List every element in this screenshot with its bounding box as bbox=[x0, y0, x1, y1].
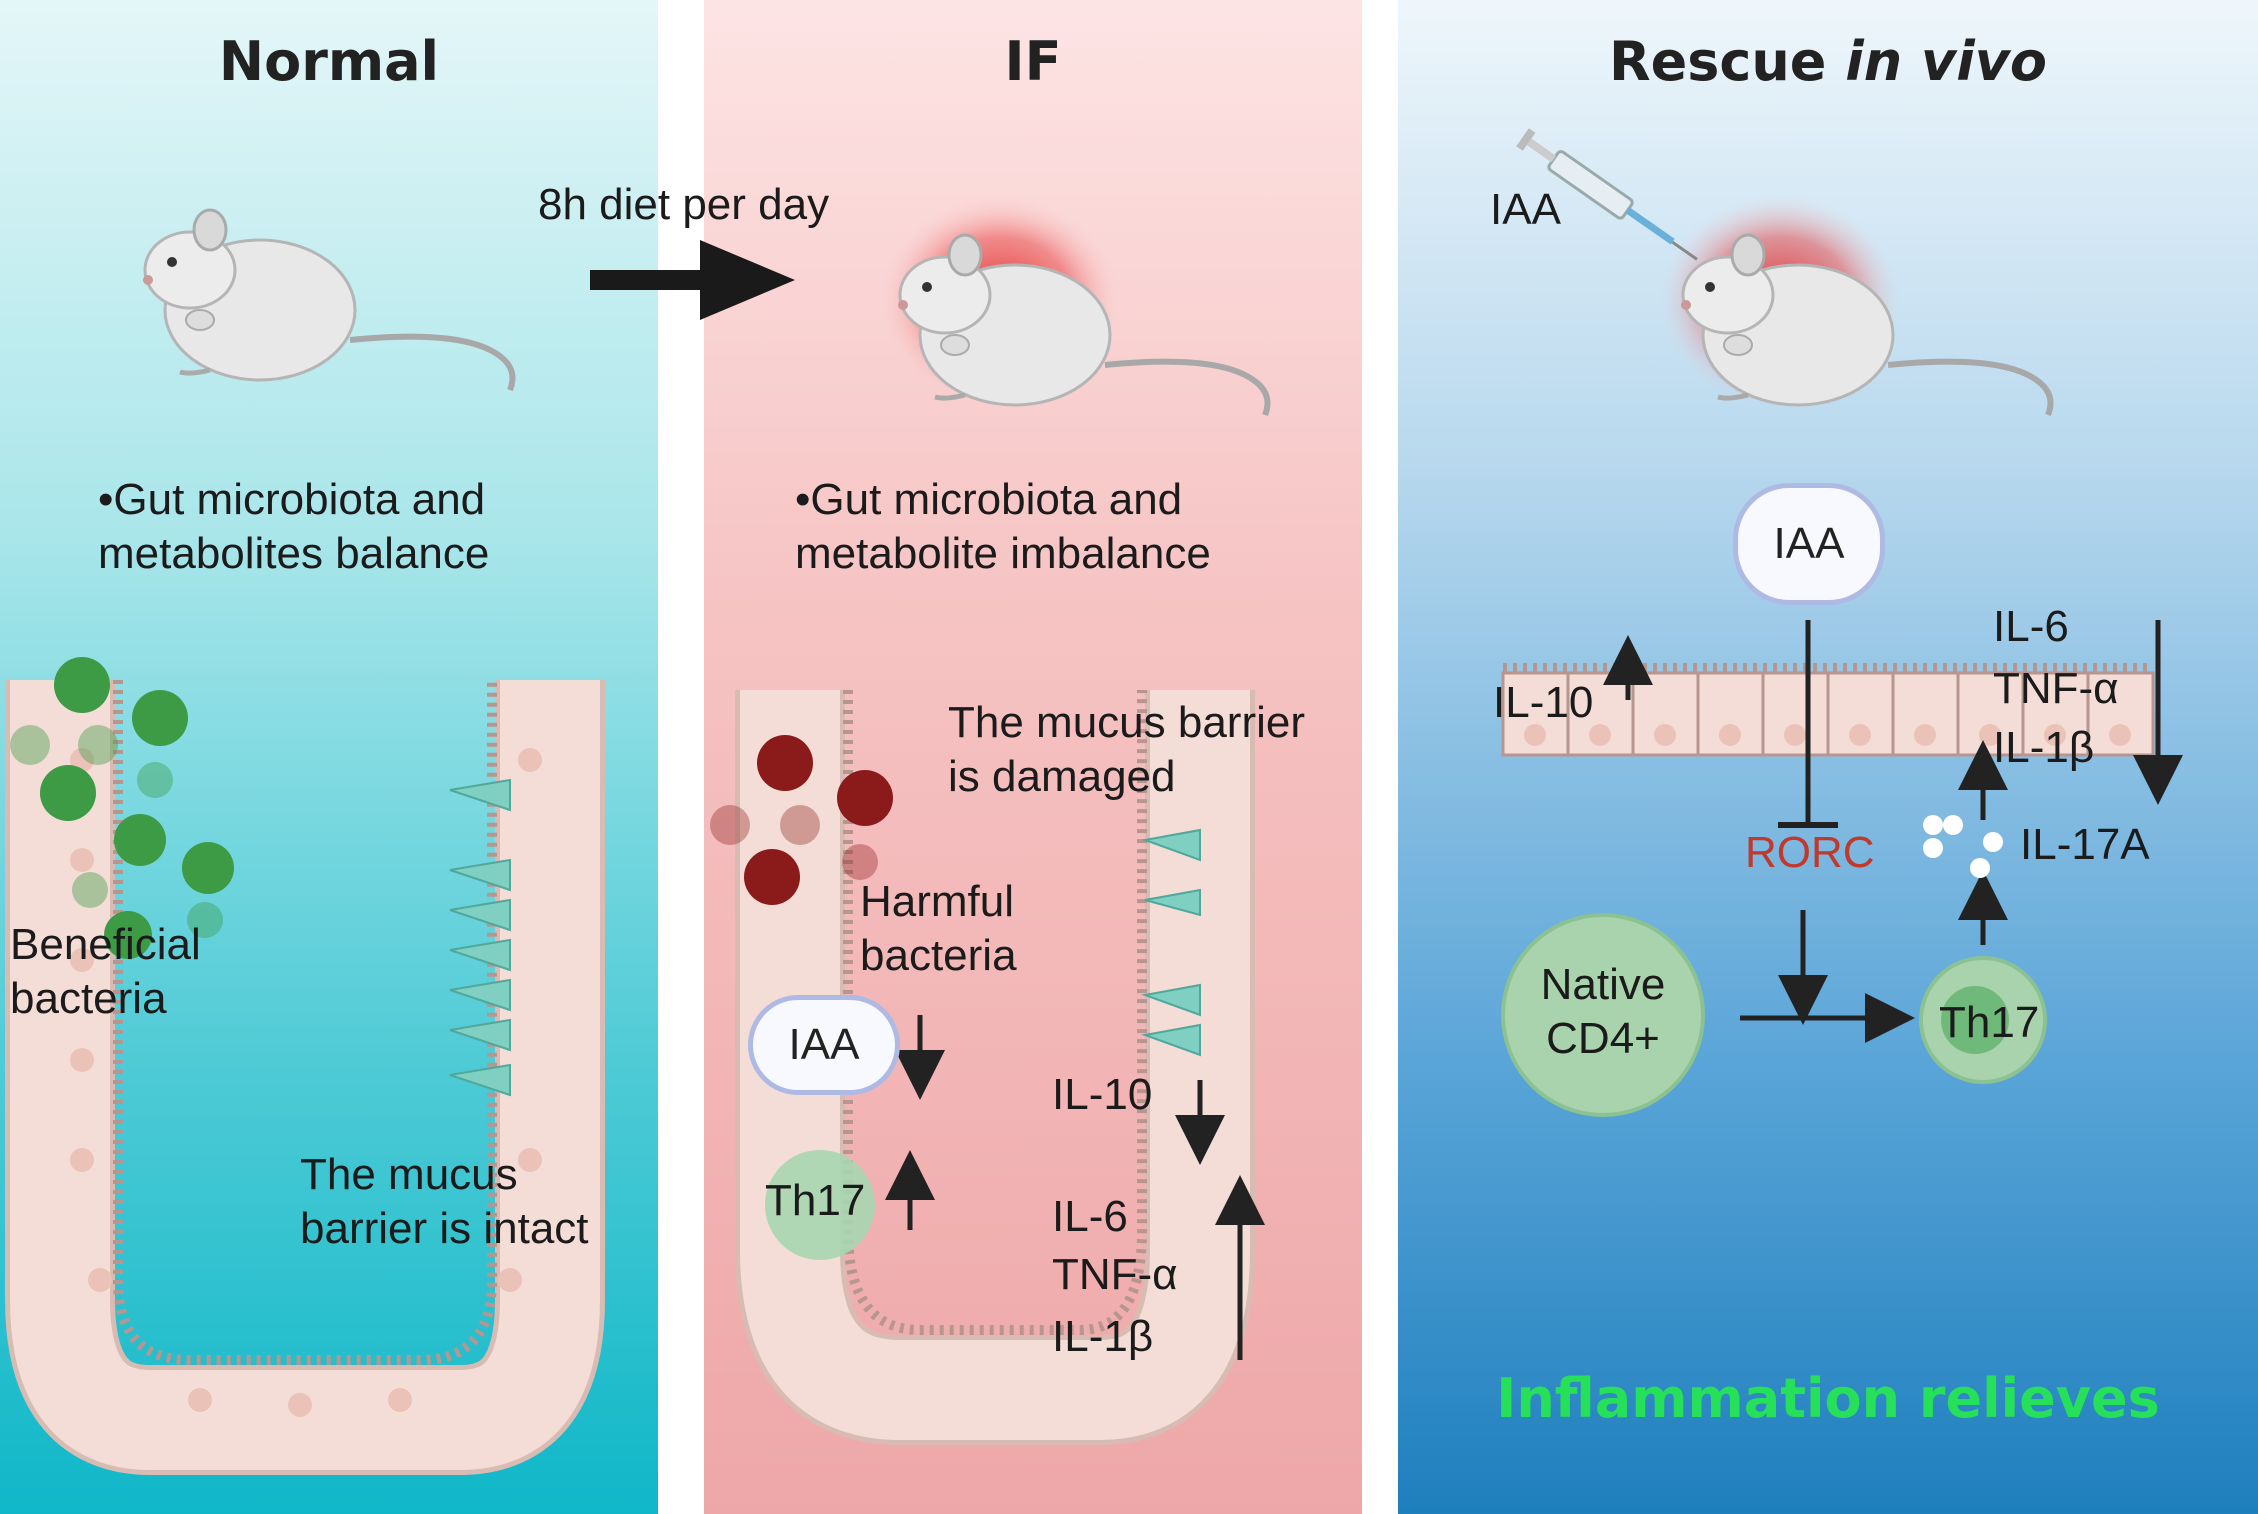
title-normal: Normal bbox=[218, 30, 440, 93]
th17-label-if: Th17 bbox=[765, 1176, 866, 1225]
harmful-label-2: bacteria bbox=[860, 931, 1017, 980]
rorc-label: RORC bbox=[1745, 828, 1875, 877]
il10-label-rescue: IL-10 bbox=[1493, 678, 1594, 727]
native-cd4-cell bbox=[1501, 913, 1705, 1117]
title-rescue-italic: in vivo bbox=[1845, 30, 2047, 93]
title-rescue-main: Rescue bbox=[1609, 30, 1846, 93]
il17a-particles bbox=[1923, 815, 2003, 878]
il1b-label-if: IL-1β bbox=[1052, 1312, 1154, 1361]
harmful-bacteria bbox=[710, 735, 893, 905]
beneficial-label-1: Beneficial bbox=[10, 920, 201, 969]
if-point-1: •Gut microbiota and bbox=[795, 475, 1183, 524]
il17a-label: IL-17A bbox=[2020, 820, 2150, 869]
syringe-icon bbox=[1516, 128, 1698, 261]
th17-nucleus bbox=[1941, 986, 2009, 1054]
th17-cell-if bbox=[765, 1150, 875, 1260]
intestinal-crypt-normal bbox=[5, 680, 605, 1475]
iaa-box-if: IAA bbox=[748, 995, 900, 1095]
beneficial-label-2: bacteria bbox=[10, 974, 167, 1023]
title-if: IF bbox=[1004, 30, 1062, 93]
normal-point-2: metabolites balance bbox=[98, 529, 490, 578]
cd4-label-2: CD4+ bbox=[1546, 1014, 1660, 1063]
harmful-label-1: Harmful bbox=[860, 877, 1015, 926]
diet-arrow bbox=[590, 240, 795, 320]
tnf-label-if: TNF-α bbox=[1052, 1250, 1178, 1299]
mucus-damaged-1: The mucus barrier bbox=[948, 698, 1306, 747]
if-point-2: metabolite imbalance bbox=[795, 529, 1211, 578]
beneficial-bacteria bbox=[10, 657, 234, 959]
mucus-damaged-2: is damaged bbox=[948, 752, 1176, 801]
il10-label-if: IL-10 bbox=[1052, 1070, 1153, 1119]
cd4-label-1: Native bbox=[1540, 960, 1666, 1009]
mucus-intact-2: barrier is intact bbox=[300, 1204, 589, 1253]
epithelium-rescue bbox=[1501, 663, 2155, 757]
injection-label: IAA bbox=[1490, 185, 1561, 234]
th17-label-rescue: Th17 bbox=[1939, 998, 2040, 1047]
conclusion-label: Inflammation relieves bbox=[1496, 1367, 2160, 1430]
iaa-box-rescue: IAA bbox=[1733, 483, 1885, 605]
tnf-label-rescue: TNF-α bbox=[1993, 664, 2119, 713]
il6-label-if: IL-6 bbox=[1052, 1192, 1128, 1241]
il6-label-rescue: IL-6 bbox=[1993, 602, 2069, 651]
mouse-normal-icon bbox=[143, 210, 513, 390]
diet-label: 8h diet per day bbox=[538, 180, 830, 229]
normal-point-1: •Gut microbiota and bbox=[98, 475, 486, 524]
il1b-label-rescue: IL-1β bbox=[1993, 723, 2095, 772]
mucus-intact-1: The mucus bbox=[300, 1150, 518, 1199]
title-rescue: Rescue in vivo bbox=[1398, 30, 2258, 93]
intestinal-crypt-if bbox=[735, 690, 1255, 1445]
